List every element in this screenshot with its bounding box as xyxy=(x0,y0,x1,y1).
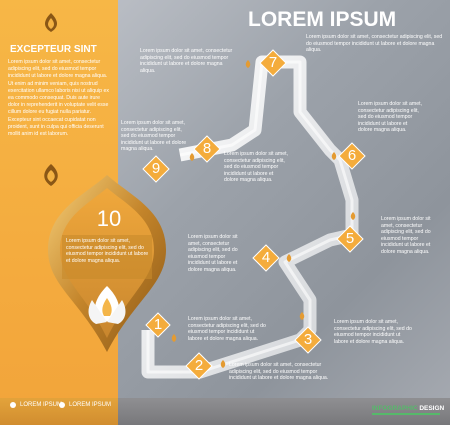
step-text-2: Lorem ipsum dolor sit amet, consectetur … xyxy=(229,362,329,382)
step-text-3: Lorem ipsum dolor sit amet, consectetur … xyxy=(334,319,412,345)
side-body: Lorem ipsum dolor sit amet, consectetur … xyxy=(8,59,109,138)
left-bottom-strip xyxy=(0,398,118,425)
legend-dot-icon xyxy=(59,402,65,408)
brand-word-2: DESIGN xyxy=(419,405,445,412)
step-number-8: 8 xyxy=(202,140,212,157)
page-title: LOREM IPSUM xyxy=(248,8,397,31)
step-number-6: 6 xyxy=(347,147,357,164)
step-text-7: Lorem ipsum dolor sit amet, consectetur … xyxy=(140,48,233,74)
header-subtitle: Lorem ipsum dolor sit amet, consectetur … xyxy=(306,34,443,54)
step-marker-6 xyxy=(338,142,366,170)
right-panel xyxy=(118,0,450,425)
step-number-1: 1 xyxy=(153,316,163,333)
side-title: EXCEPTEUR SINT xyxy=(10,44,97,55)
lotus-ornament-icon xyxy=(45,13,57,32)
step-number-3: 3 xyxy=(303,331,313,348)
legend-label-2: LOREM IPSUM xyxy=(69,402,112,408)
legend-label-1: LOREM IPSUM xyxy=(20,402,63,408)
step-number-7: 7 xyxy=(268,54,278,71)
step-marker-8 xyxy=(193,135,221,163)
step-text-4: Lorem ipsum dolor sit amet, consectetur … xyxy=(188,234,238,273)
step-number-4: 4 xyxy=(261,249,271,266)
step-number-2: 2 xyxy=(194,357,204,374)
badge-text: Lorem ipsum dolor sit amet, consectetur … xyxy=(66,238,149,264)
legend-dot-icon xyxy=(10,402,16,408)
step-text-9: Lorem ipsum dolor sit amet, consectetur … xyxy=(121,120,187,153)
step-marker-1 xyxy=(145,312,171,338)
step-text-1: Lorem ipsum dolor sit amet, consectetur … xyxy=(188,316,266,342)
lotus-ornament-icon xyxy=(44,164,58,186)
badge-number: 10 xyxy=(96,206,122,231)
step-text-6: Lorem ipsum dolor sit amet, consectetur … xyxy=(358,101,423,134)
step-number-5: 5 xyxy=(345,230,355,247)
step-marker-2 xyxy=(185,352,213,380)
step-marker-5 xyxy=(336,225,364,253)
step-text-8: Lorem ipsum dolor sit amet, consectetur … xyxy=(224,151,289,184)
step-marker-9 xyxy=(142,155,170,183)
step-marker-4 xyxy=(252,244,280,272)
step-text-5: Lorem ipsum dolor sit amet, consectetur … xyxy=(381,216,431,255)
step-number-9: 9 xyxy=(151,160,161,177)
step-marker-7 xyxy=(259,49,287,77)
step-marker-3 xyxy=(294,326,322,354)
brand-underline xyxy=(372,413,440,415)
brand-mark: INFOGRAPHIC DESIGN xyxy=(372,405,444,412)
brand-word-1: INFOGRAPHIC xyxy=(372,405,418,412)
lotus-bud-icon xyxy=(171,60,356,368)
badge-10 xyxy=(48,175,166,352)
